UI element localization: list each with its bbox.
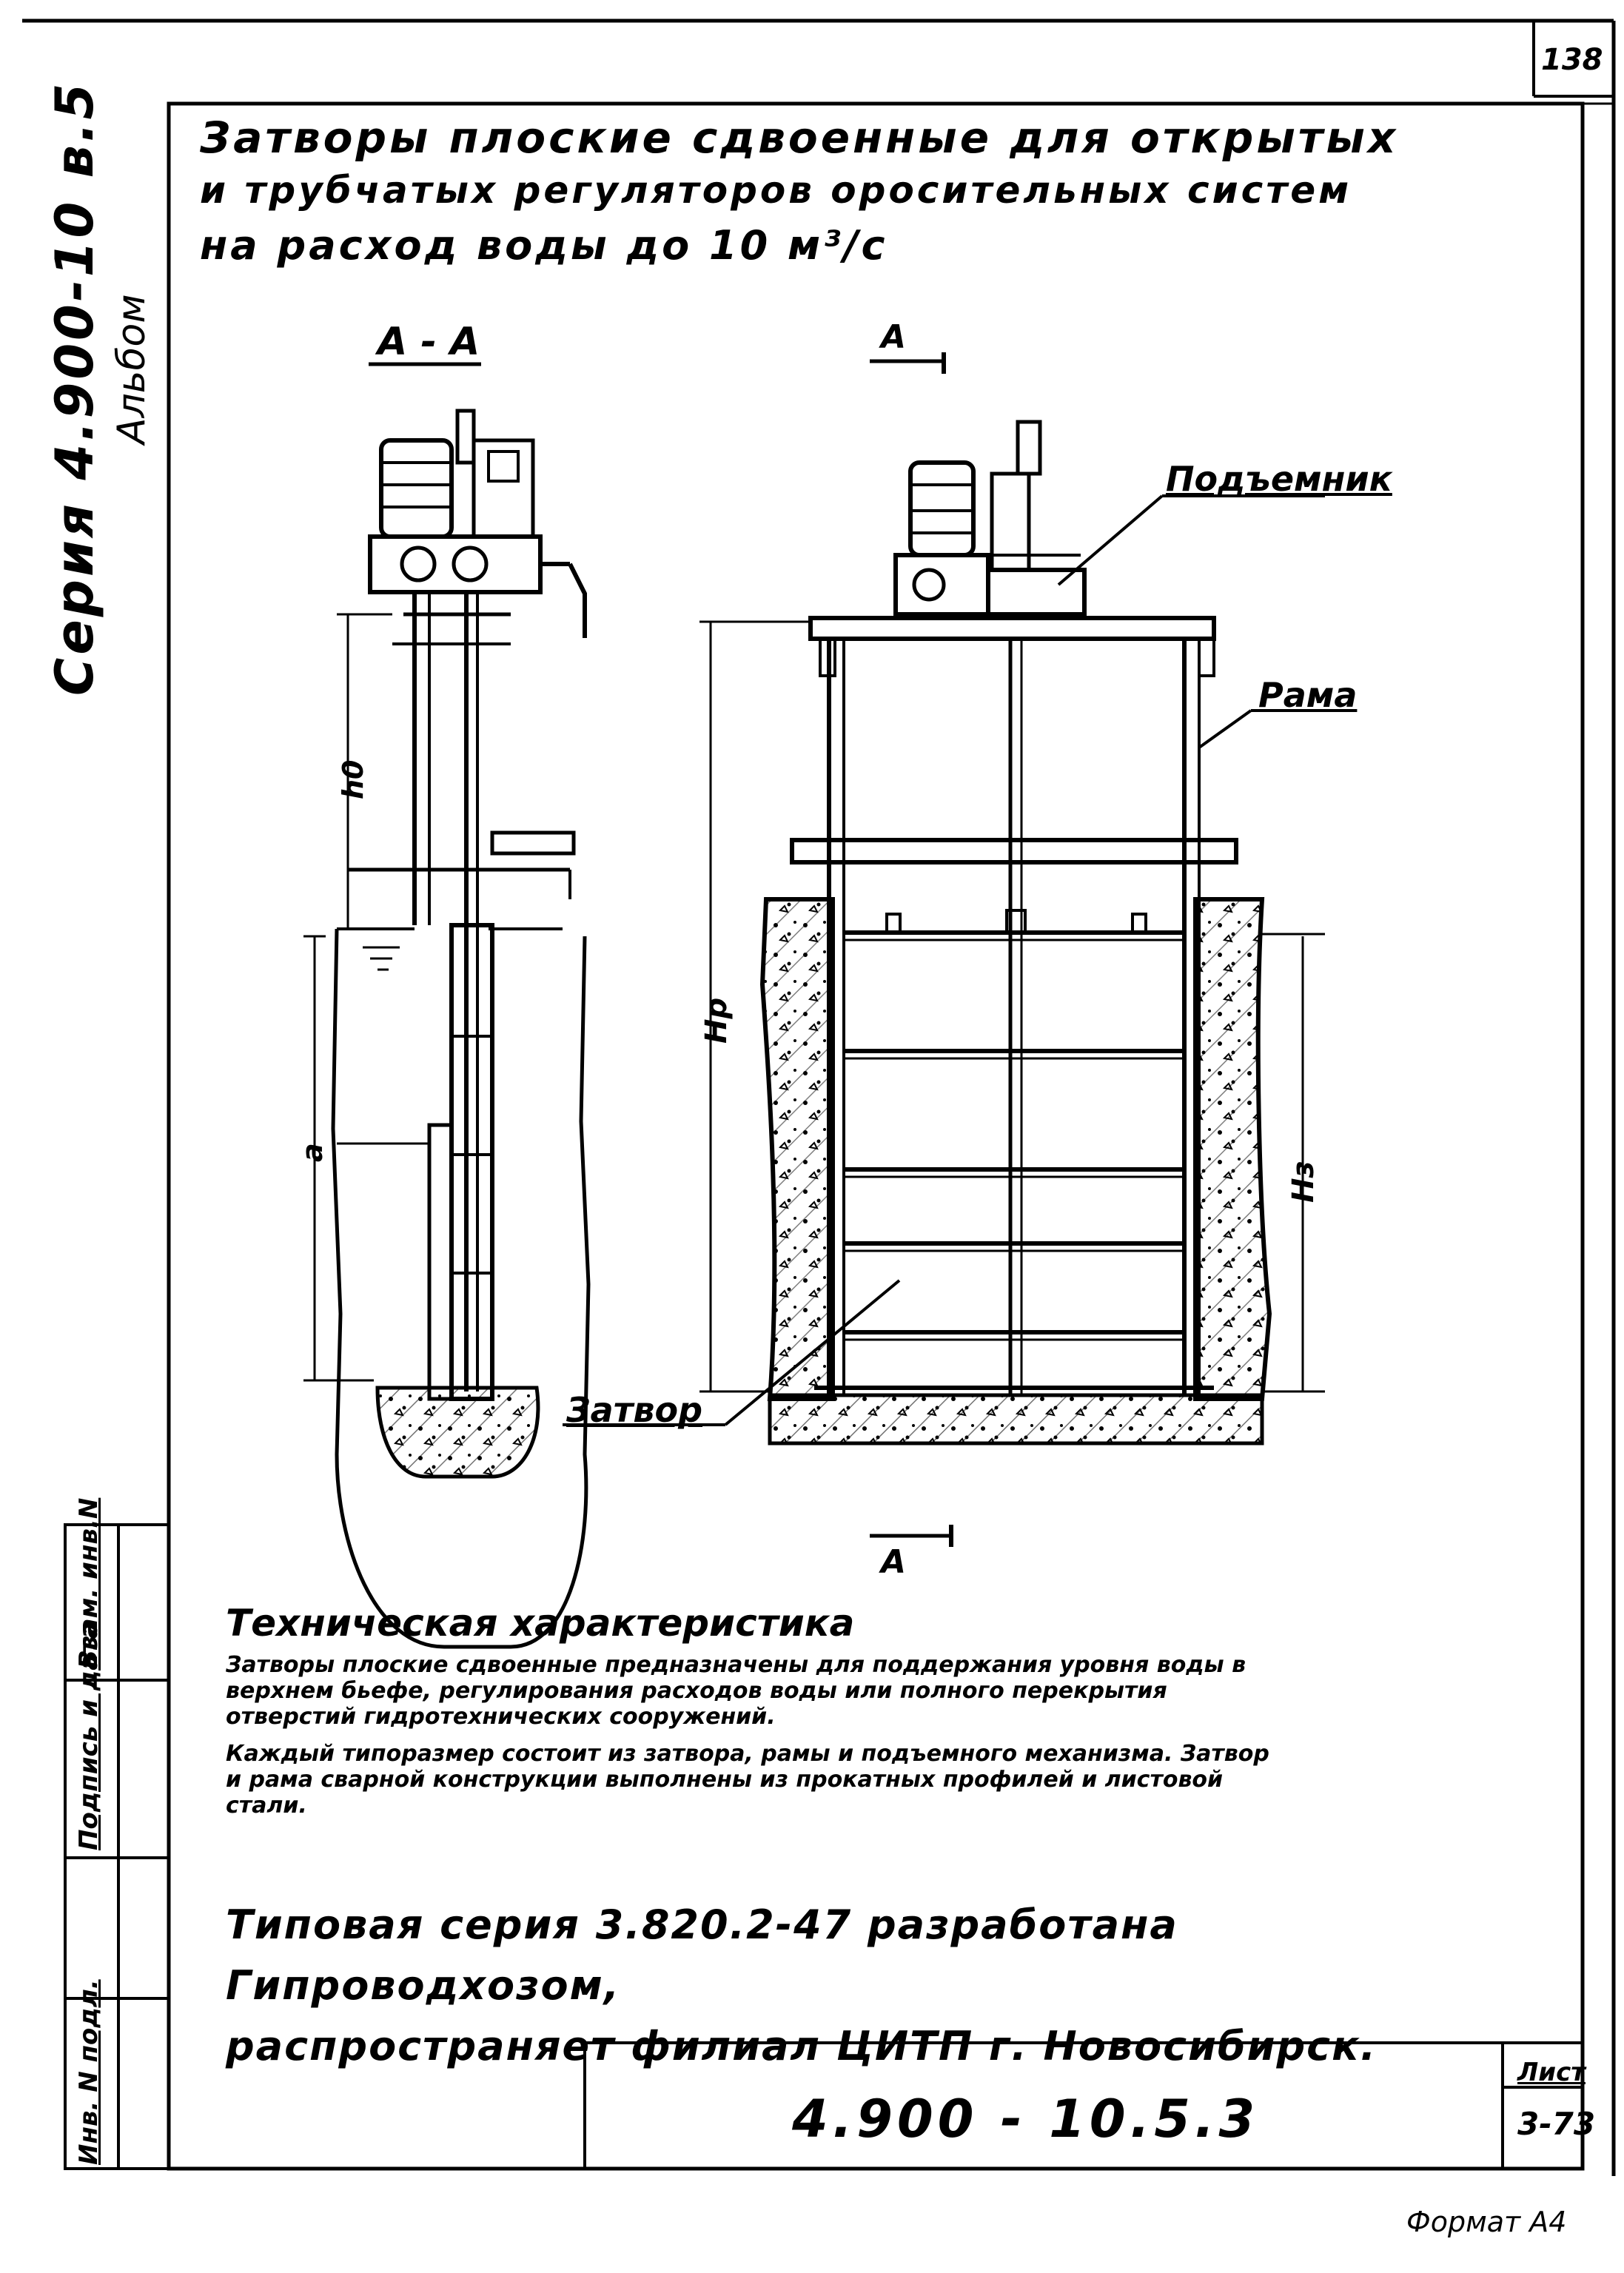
format-note: Формат А4	[1406, 2206, 1567, 2238]
album-label: Альбом	[110, 294, 154, 444]
page-number: 138	[1541, 43, 1603, 77]
tech-paragraph-1: Затворы плоские сдвоенные предназначены …	[226, 1652, 1246, 1730]
title-line-3: на расход воды до 10 м³/с	[200, 222, 888, 269]
section-marker-bottom: А	[881, 1543, 907, 1581]
dim-a: а	[296, 1143, 329, 1162]
document-code: 4.900 - 10.5.3	[792, 2089, 1260, 2149]
title-line-2: и трубчатых регуляторов оросительных сис…	[200, 169, 1352, 212]
dim-h0: h0	[337, 759, 369, 800]
callout-gate: Затвор	[566, 1390, 703, 1430]
series-note-line-1: Типовая серия 3.820.2-47 разработана Гип…	[226, 1901, 1178, 2009]
callout-frame: Рама	[1258, 675, 1358, 715]
dim-hz: Нз	[1286, 1161, 1321, 1203]
section-a-a-view	[303, 362, 591, 1649]
title-line-1: Затворы плоские сдвоенные для открытых	[200, 113, 1399, 163]
stamp-signature-date: Подпись и дата	[74, 1622, 104, 1850]
tech-heading: Техническая характеристика	[226, 1602, 855, 1645]
front-view	[563, 352, 1355, 1547]
title-block	[583, 2041, 1583, 2169]
callout-lifter: Подъемник	[1166, 459, 1392, 499]
stamp-inv-original: Инв. N подл.	[74, 1979, 104, 2165]
stamp-column	[64, 1523, 170, 2170]
series-code: Серия 4.900-10 в.5	[44, 80, 105, 696]
dim-hp: Нр	[699, 997, 734, 1044]
sheet-frame	[22, 19, 1616, 2176]
sheet-number: 3-73	[1517, 2106, 1596, 2142]
sheet-label: Лист	[1517, 2058, 1586, 2087]
section-label-a-a: А - А	[378, 320, 480, 364]
tech-paragraph-2: Каждый типоразмер состоит из затвора, ра…	[226, 1741, 1269, 1819]
section-marker-top: А	[881, 318, 907, 356]
series-note: Типовая серия 3.820.2-47 разработана Гип…	[226, 1895, 1529, 2077]
series-note-line-2: распространяет филиал ЦИТП г. Новосибирс…	[226, 2023, 1378, 2069]
